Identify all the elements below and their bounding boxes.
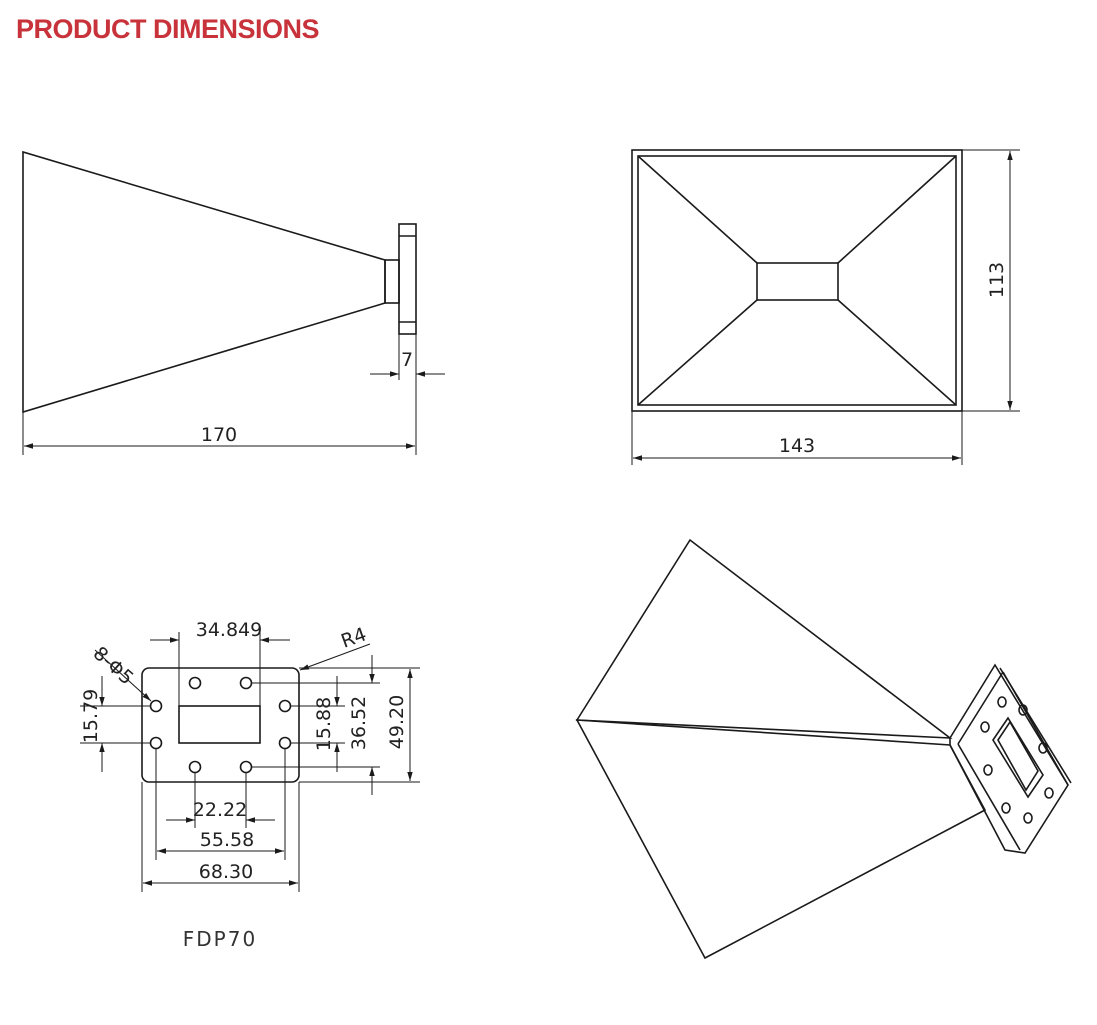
waveguide-neck — [384, 259, 400, 304]
horn-side-profile — [22, 150, 386, 414]
dim-flange-width-label: 68.30 — [199, 861, 253, 883]
isometric-view — [575, 538, 1072, 960]
dim-hole-spacing-right-v-label: 15.88 — [313, 697, 335, 751]
mounting-holes — [149, 676, 292, 774]
dim-width-label: 143 — [779, 435, 815, 457]
dim-hole-spacing-outer-h-label: 55.58 — [200, 829, 254, 851]
corner-radius-label: R4 — [338, 623, 369, 652]
dim-flange-height-label: 49.20 — [386, 695, 408, 749]
throat-rect — [756, 262, 839, 301]
dim-flange-thickness-label: 7 — [401, 349, 413, 371]
aperture-outer — [631, 149, 963, 412]
front-view: 143 113 — [631, 149, 1020, 465]
dim-length-label: 170 — [201, 424, 237, 446]
iso-flange — [949, 663, 1069, 854]
dim-height-label: 113 — [986, 262, 1008, 298]
dim-hole-spacing-outer-v-label: 36.52 — [348, 696, 370, 750]
model-label: FDP70 — [183, 927, 257, 951]
horn-top-face — [575, 538, 953, 739]
page-title: PRODUCT DIMENSIONS — [16, 14, 320, 44]
horn-bottom-face — [575, 719, 987, 960]
aperture-inner — [637, 155, 957, 406]
dim-hole-spacing-inner-h-label: 22.22 — [193, 799, 247, 821]
flange-side — [398, 223, 417, 335]
flange-outline — [141, 667, 300, 783]
dim-aperture-width-label: 34.849 — [196, 619, 262, 641]
flange-view: 34.849 8-Φ5 R4 15.79 15.88 36.52 49.20 — [80, 619, 420, 951]
waveguide-aperture — [178, 705, 261, 744]
iso-mounting-holes — [980, 696, 1054, 824]
iso-aperture — [992, 716, 1044, 799]
side-view: 170 7 — [22, 150, 445, 455]
dim-hole-spacing-inner-v-label: 15.79 — [80, 689, 102, 743]
